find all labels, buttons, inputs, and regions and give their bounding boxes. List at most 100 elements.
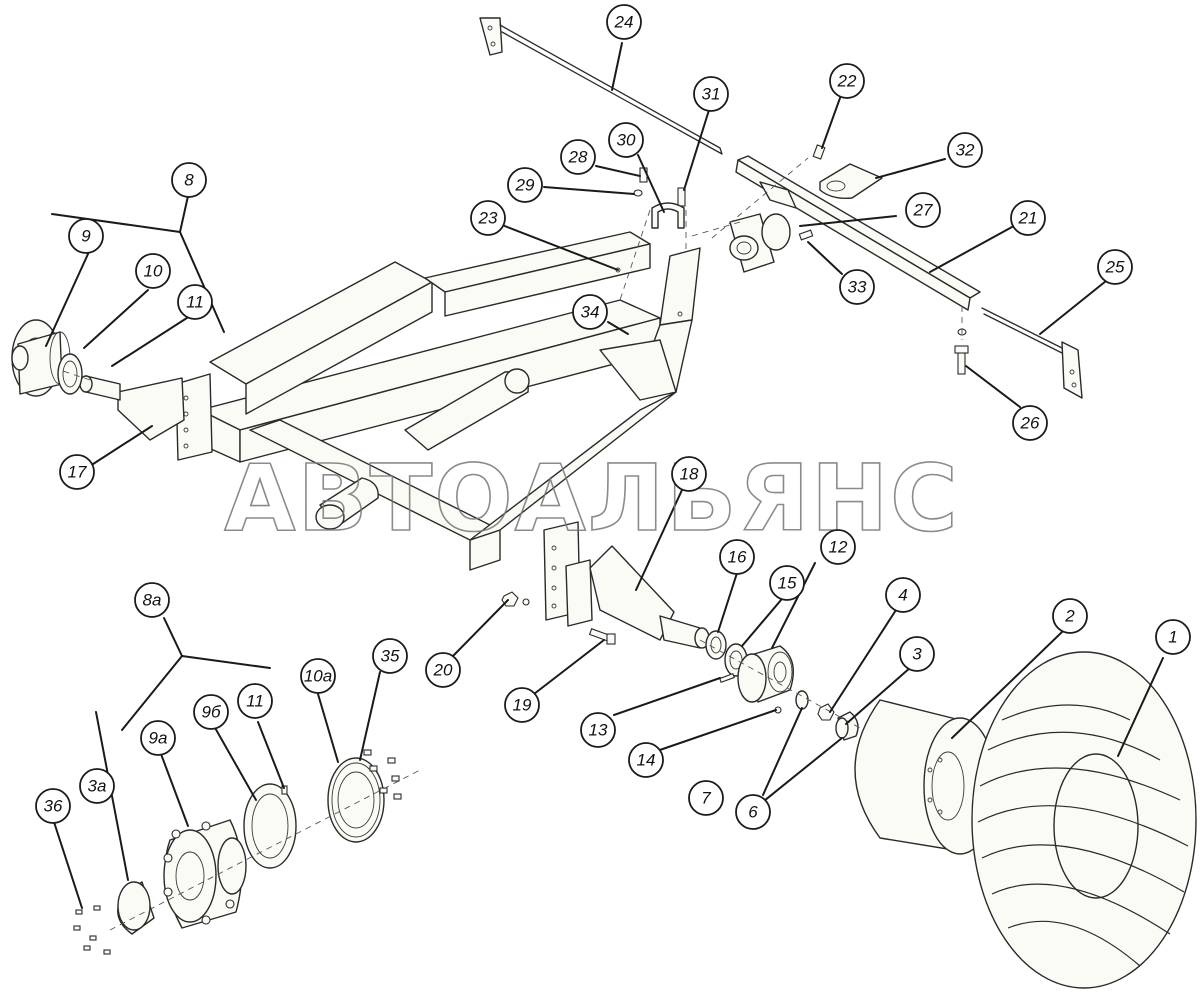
part-17-left-spindle	[79, 373, 213, 461]
callout-c9b: 9б	[193, 694, 229, 730]
bracket-8a	[121, 617, 271, 731]
callout-label: 32	[956, 141, 975, 160]
callout-circle	[829, 63, 865, 99]
callout-label: 21	[1018, 209, 1038, 228]
callout-circle	[177, 284, 213, 320]
callout-label: 25	[1105, 258, 1125, 277]
callout-label: 11	[186, 293, 204, 312]
callout-label: 7	[701, 789, 711, 808]
assembly-guide-lines	[59, 157, 963, 931]
callout-label: 36	[44, 797, 63, 816]
callout-label: 11	[246, 692, 264, 711]
callout-c18: 18	[671, 456, 707, 492]
callout-c26: 26	[1012, 405, 1048, 441]
callout-label: 22	[837, 72, 857, 91]
callout-circle	[820, 529, 856, 565]
callout-circle	[300, 658, 336, 694]
callout-circle	[425, 652, 461, 688]
callout-label: 29	[515, 176, 535, 195]
callout-label: 20	[433, 661, 453, 680]
callout-label: 31	[702, 85, 721, 104]
callout-label: 6	[748, 803, 758, 822]
part-9-left-hub	[11, 319, 71, 397]
axle-frame	[199, 231, 701, 571]
callout-c22: 22	[829, 63, 865, 99]
callout-c3: 3	[899, 636, 935, 672]
part-25-support-bar	[981, 307, 1083, 399]
callout-c20: 20	[425, 652, 461, 688]
callout-c16: 16	[719, 539, 755, 575]
part-10a-ring	[327, 757, 385, 843]
callout-label: 28	[568, 148, 588, 167]
callout-c11b: 11	[237, 683, 273, 719]
callout-circle	[628, 742, 664, 778]
part-24-support-bar	[479, 17, 723, 155]
callout-c35: 35	[372, 638, 408, 674]
callout-circle	[59, 454, 95, 490]
callout-label: 9а	[149, 729, 168, 748]
part-10-left-seal	[57, 353, 83, 395]
callout-c10a: 10а	[300, 658, 336, 694]
callout-c36: 36	[35, 788, 71, 824]
callout-c28: 28	[560, 139, 596, 175]
callout-circle	[507, 167, 543, 203]
callout-c12: 12	[820, 529, 856, 565]
part-21-crossbeam	[735, 155, 981, 311]
callout-label: 12	[829, 538, 848, 557]
callout-circle	[885, 577, 921, 613]
fasteners-spindle	[501, 591, 616, 645]
callout-c1: 1	[1155, 619, 1191, 655]
callout-circle	[134, 582, 170, 618]
part-9b-gasket	[243, 783, 297, 869]
callout-c15: 15	[769, 565, 805, 601]
callout-c9: 9	[68, 218, 104, 254]
callout-circle	[1155, 619, 1191, 655]
callout-label: 27	[913, 201, 933, 220]
callout-label: 33	[848, 278, 867, 297]
callout-c25: 25	[1097, 249, 1133, 285]
callout-circle	[504, 687, 540, 723]
callout-c33: 33	[839, 269, 875, 305]
callout-label: 14	[637, 751, 656, 770]
callout-circle	[470, 200, 506, 236]
callout-label: 4	[898, 586, 907, 605]
callout-circle	[1010, 200, 1046, 236]
part-12-right-hub	[719, 645, 794, 703]
callout-label: 26	[1020, 414, 1040, 433]
callout-label: 15	[778, 574, 797, 593]
callout-circle	[688, 780, 724, 816]
callout-c21: 21	[1010, 200, 1046, 236]
callout-c8a: 8а	[134, 582, 170, 618]
callout-circle	[580, 712, 616, 748]
small-parts-hub	[774, 690, 859, 741]
callout-circle	[193, 694, 229, 730]
callout-circle	[35, 788, 71, 824]
callout-c6: 6	[735, 794, 771, 830]
callout-c2: 2	[1052, 598, 1088, 634]
callout-c19: 19	[504, 687, 540, 723]
callout-label: 3а	[88, 777, 107, 796]
part-9a-hub	[163, 819, 247, 929]
callout-c30: 30	[608, 122, 644, 158]
callout-c3a: 3а	[79, 768, 115, 804]
callout-label: 34	[581, 303, 600, 322]
leader-lines	[45, 42, 1164, 909]
callout-label: 3	[912, 645, 922, 664]
callout-c29: 29	[507, 167, 543, 203]
callout-circle	[719, 539, 755, 575]
callout-label: 35	[381, 647, 400, 666]
callout-circle	[905, 192, 941, 228]
part-27-hitch-assembly	[729, 213, 814, 273]
callout-label: 19	[513, 696, 532, 715]
part-32-bracket	[819, 163, 883, 200]
callout-c9a: 9а	[140, 720, 176, 756]
callout-label: 8а	[143, 591, 162, 610]
callout-circle	[237, 683, 273, 719]
callout-circle	[1097, 249, 1133, 285]
part-30-clamp	[651, 202, 685, 229]
callout-circle	[560, 139, 596, 175]
callout-label: 13	[589, 721, 608, 740]
callout-circle	[693, 76, 729, 112]
